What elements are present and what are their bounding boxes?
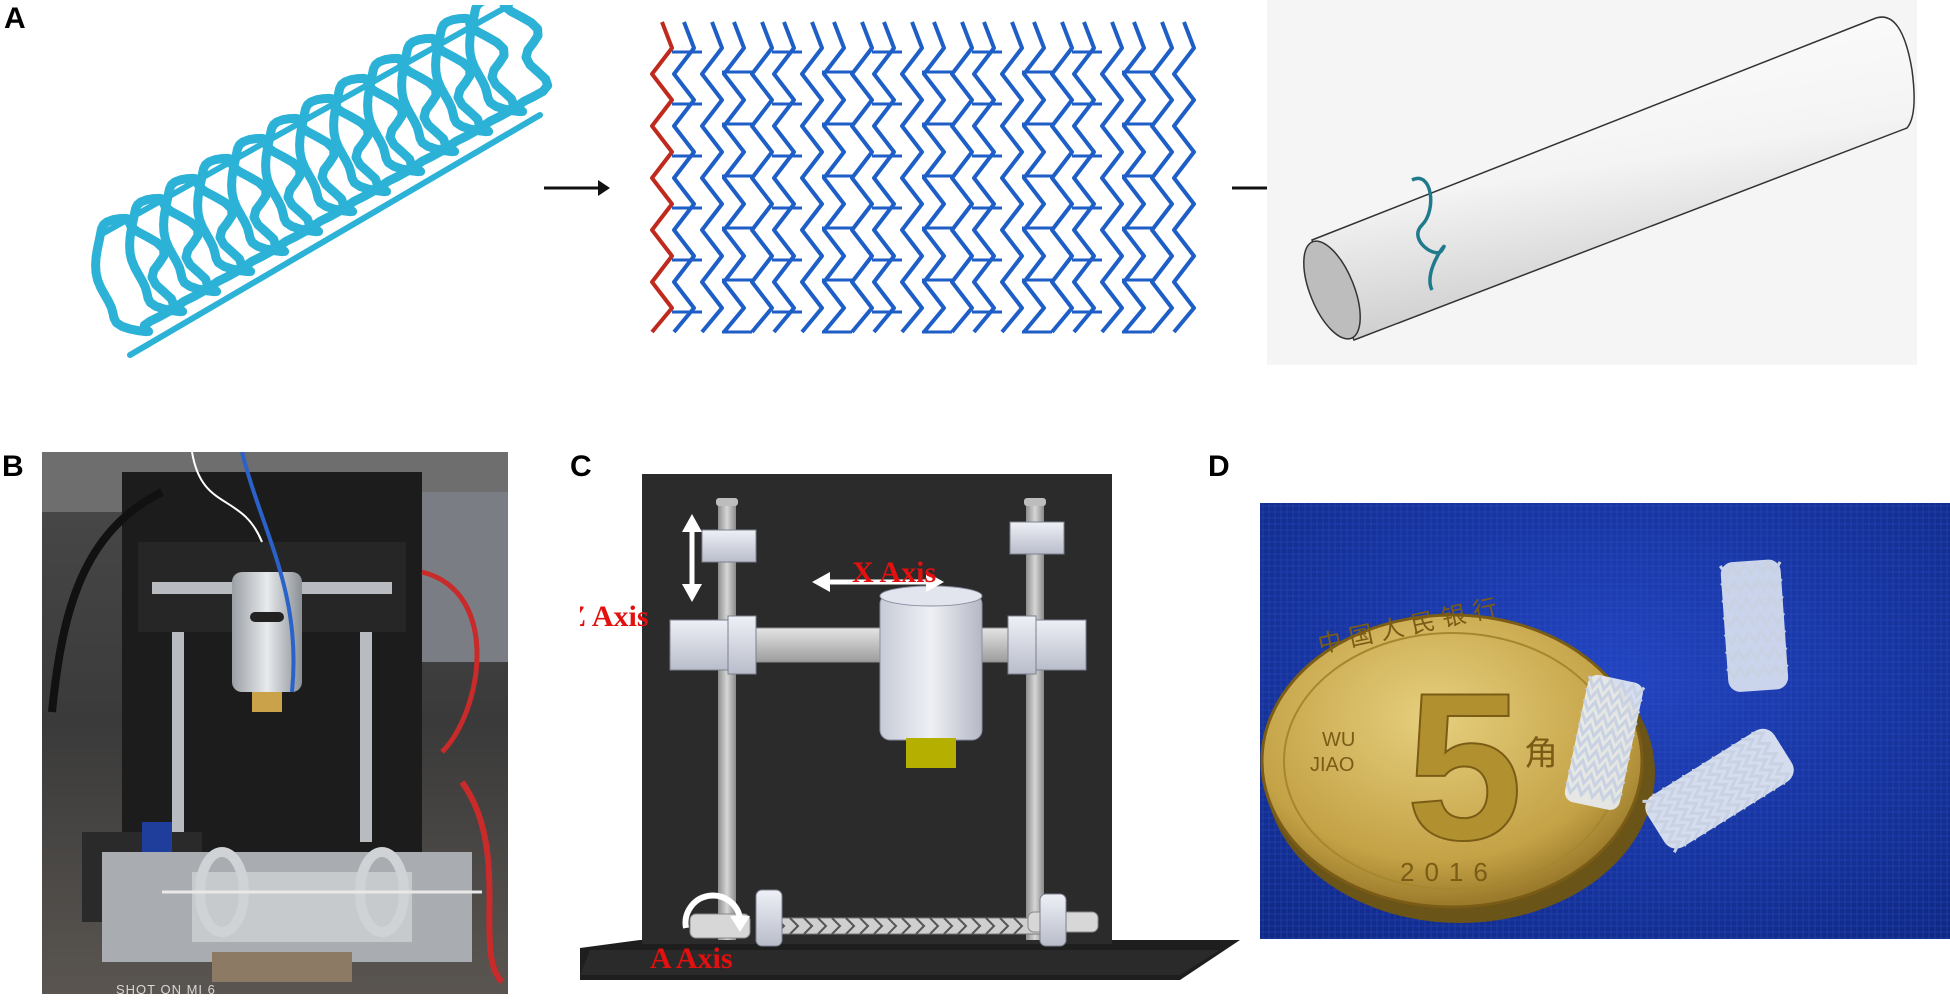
coin-denomination-right: 角 xyxy=(1524,734,1558,774)
printed-stent-lying xyxy=(1642,728,1794,853)
panel-label-b: B xyxy=(2,450,24,483)
coin-denomination-left-top: WU xyxy=(1322,729,1355,751)
panel-label-d: D xyxy=(1208,450,1230,483)
coin-year: 2016 xyxy=(1400,857,1498,887)
cylinder-mandrel-illustration xyxy=(1267,0,1917,365)
panel-label-c: C xyxy=(570,450,592,483)
stent-flat-pattern xyxy=(650,21,1196,334)
a-axis-label: A Axis xyxy=(650,942,733,975)
x-axis-label: X Axis xyxy=(852,556,936,589)
printer-cad-schematic: Z Axis X Axis A Axis xyxy=(580,474,1240,980)
printed-stent-tall xyxy=(1718,559,1789,692)
photo-watermark: SHOT ON MI 6 xyxy=(116,982,216,997)
coin-denomination-left-bottom: JIAO xyxy=(1310,754,1354,776)
printer-photo xyxy=(42,452,508,994)
z-axis-arrow-icon xyxy=(682,514,702,602)
arrow-right-icon xyxy=(544,180,610,196)
coin-numeral: 5 xyxy=(1406,649,1523,884)
coin-and-stents-photo: 5 WU JIAO 角 2016 中 国 人 民 银 行 xyxy=(1260,503,1950,939)
printed-stent-small xyxy=(1564,674,1646,810)
rotation-arrow-icon xyxy=(682,892,750,932)
panel-label-a: A xyxy=(4,2,26,35)
x-axis-arrow-icon xyxy=(812,572,944,592)
stent-3d-illustration xyxy=(91,5,553,358)
z-axis-label: Z Axis xyxy=(580,600,649,633)
